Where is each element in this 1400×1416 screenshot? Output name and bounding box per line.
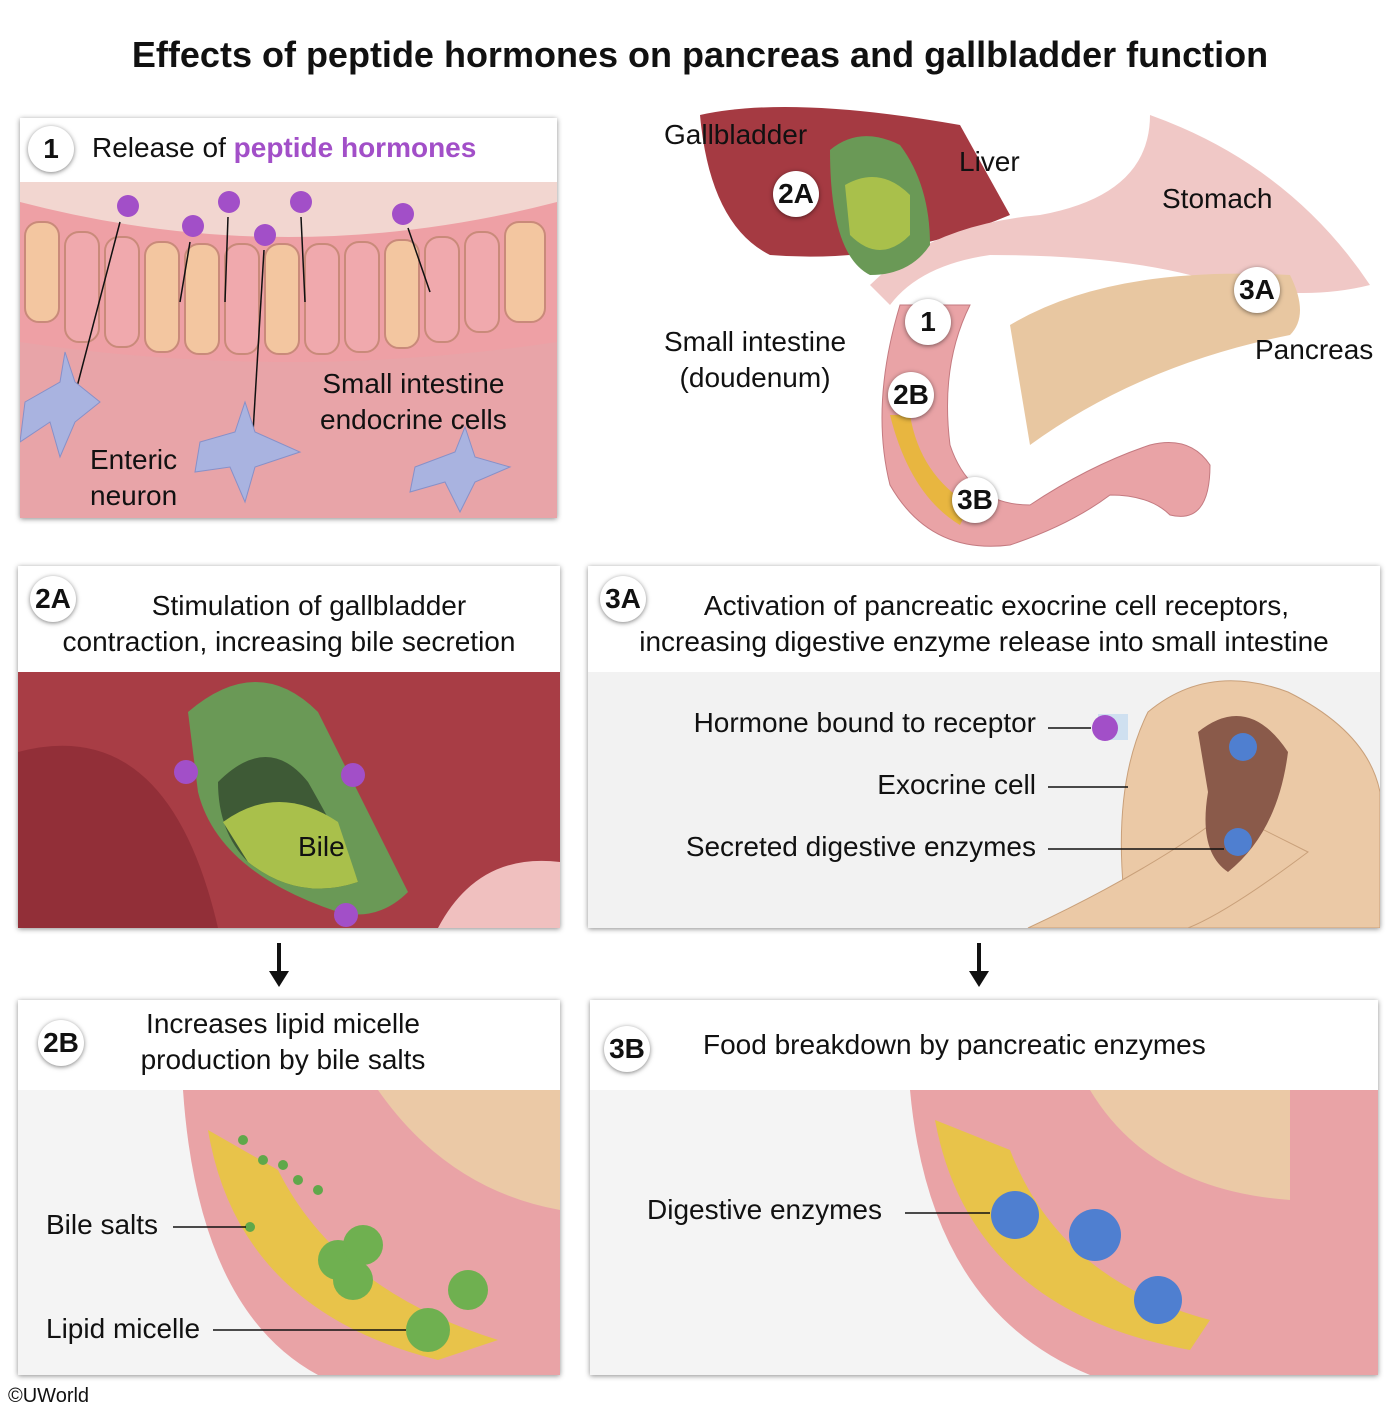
anatomy-overview: Gallbladder Liver Stomach Pancreas Small… <box>590 105 1400 560</box>
badge-2a: 2A <box>773 171 819 217</box>
label-small-intestine: Small intestine(doudenum) <box>664 326 847 393</box>
label-bile: Bile <box>298 831 345 862</box>
panel-1-header: 1 Release of peptide hormones <box>20 118 557 182</box>
badge-2b: 2B <box>38 1020 84 1066</box>
enteric-neurons <box>20 351 512 514</box>
panel-3a-heading: Activation of pancreatic exocrine cell r… <box>639 590 1329 657</box>
down-arrow-3a-to-3b <box>969 943 989 987</box>
panel-3b-food-breakdown: 3B Food breakdown by pancreatic enzymes … <box>590 1000 1378 1375</box>
panel-1-hormone-release: 1 Release of peptide hormones <box>20 118 557 518</box>
badge-1: 1 <box>28 126 74 172</box>
label-hormone-bound-receptor: Hormone bound to receptor <box>693 707 1036 738</box>
exocrine-acinus-illustration <box>588 672 1380 928</box>
panel-3a-pancreas: 3A Activation of pancreatic exocrine cel… <box>588 566 1380 928</box>
intestinal-epithelium-illustration <box>20 182 557 518</box>
digestive-enzymes <box>991 1191 1182 1324</box>
badge-3b: 3B <box>604 1026 650 1072</box>
micelle-illustration <box>18 1090 560 1375</box>
hormone-molecules <box>117 191 414 246</box>
heading-highlight: peptide hormones <box>233 132 477 163</box>
label-gallbladder: Gallbladder <box>664 119 808 150</box>
badge-3b: 3B <box>952 477 998 523</box>
heading-prefix: Release of <box>92 132 234 163</box>
label-lipid-micelle: Lipid micelle <box>46 1313 201 1344</box>
copyright: ©UWorld <box>8 1385 90 1407</box>
badge-2b: 2B <box>888 372 934 418</box>
stomach <box>870 115 1370 305</box>
panel-1-heading: Release of peptide hormones <box>92 132 476 164</box>
badge-3a: 3A <box>1234 267 1280 313</box>
down-arrow-2a-to-2b <box>269 943 289 987</box>
pancreas <box>1010 273 1300 445</box>
label-exocrine-cell: Exocrine cell <box>877 769 1036 800</box>
enzyme-illustration <box>590 1090 1378 1375</box>
panel-3b-heading: Food breakdown by pancreatic enzymes <box>703 1029 1206 1060</box>
gallbladder-illustration <box>18 672 560 928</box>
label-pancreas: Pancreas <box>1255 334 1374 365</box>
label-digestive-enzymes: Digestive enzymes <box>647 1194 882 1225</box>
label-liver: Liver <box>959 146 1020 177</box>
badge-1: 1 <box>905 299 951 345</box>
page-title: Effects of peptide hormones on pancreas … <box>131 34 1269 75</box>
label-secreted-enzymes: Secreted digestive enzymes <box>685 831 1036 862</box>
badge-2a: 2A <box>30 576 76 622</box>
label-bile-salts: Bile salts <box>46 1209 159 1240</box>
panel-3a-header: 3A Activation of pancreatic exocrine cel… <box>588 566 1380 672</box>
label-stomach: Stomach <box>1162 183 1273 214</box>
badge-3a: 3A <box>600 576 646 622</box>
lipid-micelles <box>318 1225 488 1352</box>
panel-3b-header: 3B Food breakdown by pancreatic enzymes <box>590 1000 1378 1090</box>
